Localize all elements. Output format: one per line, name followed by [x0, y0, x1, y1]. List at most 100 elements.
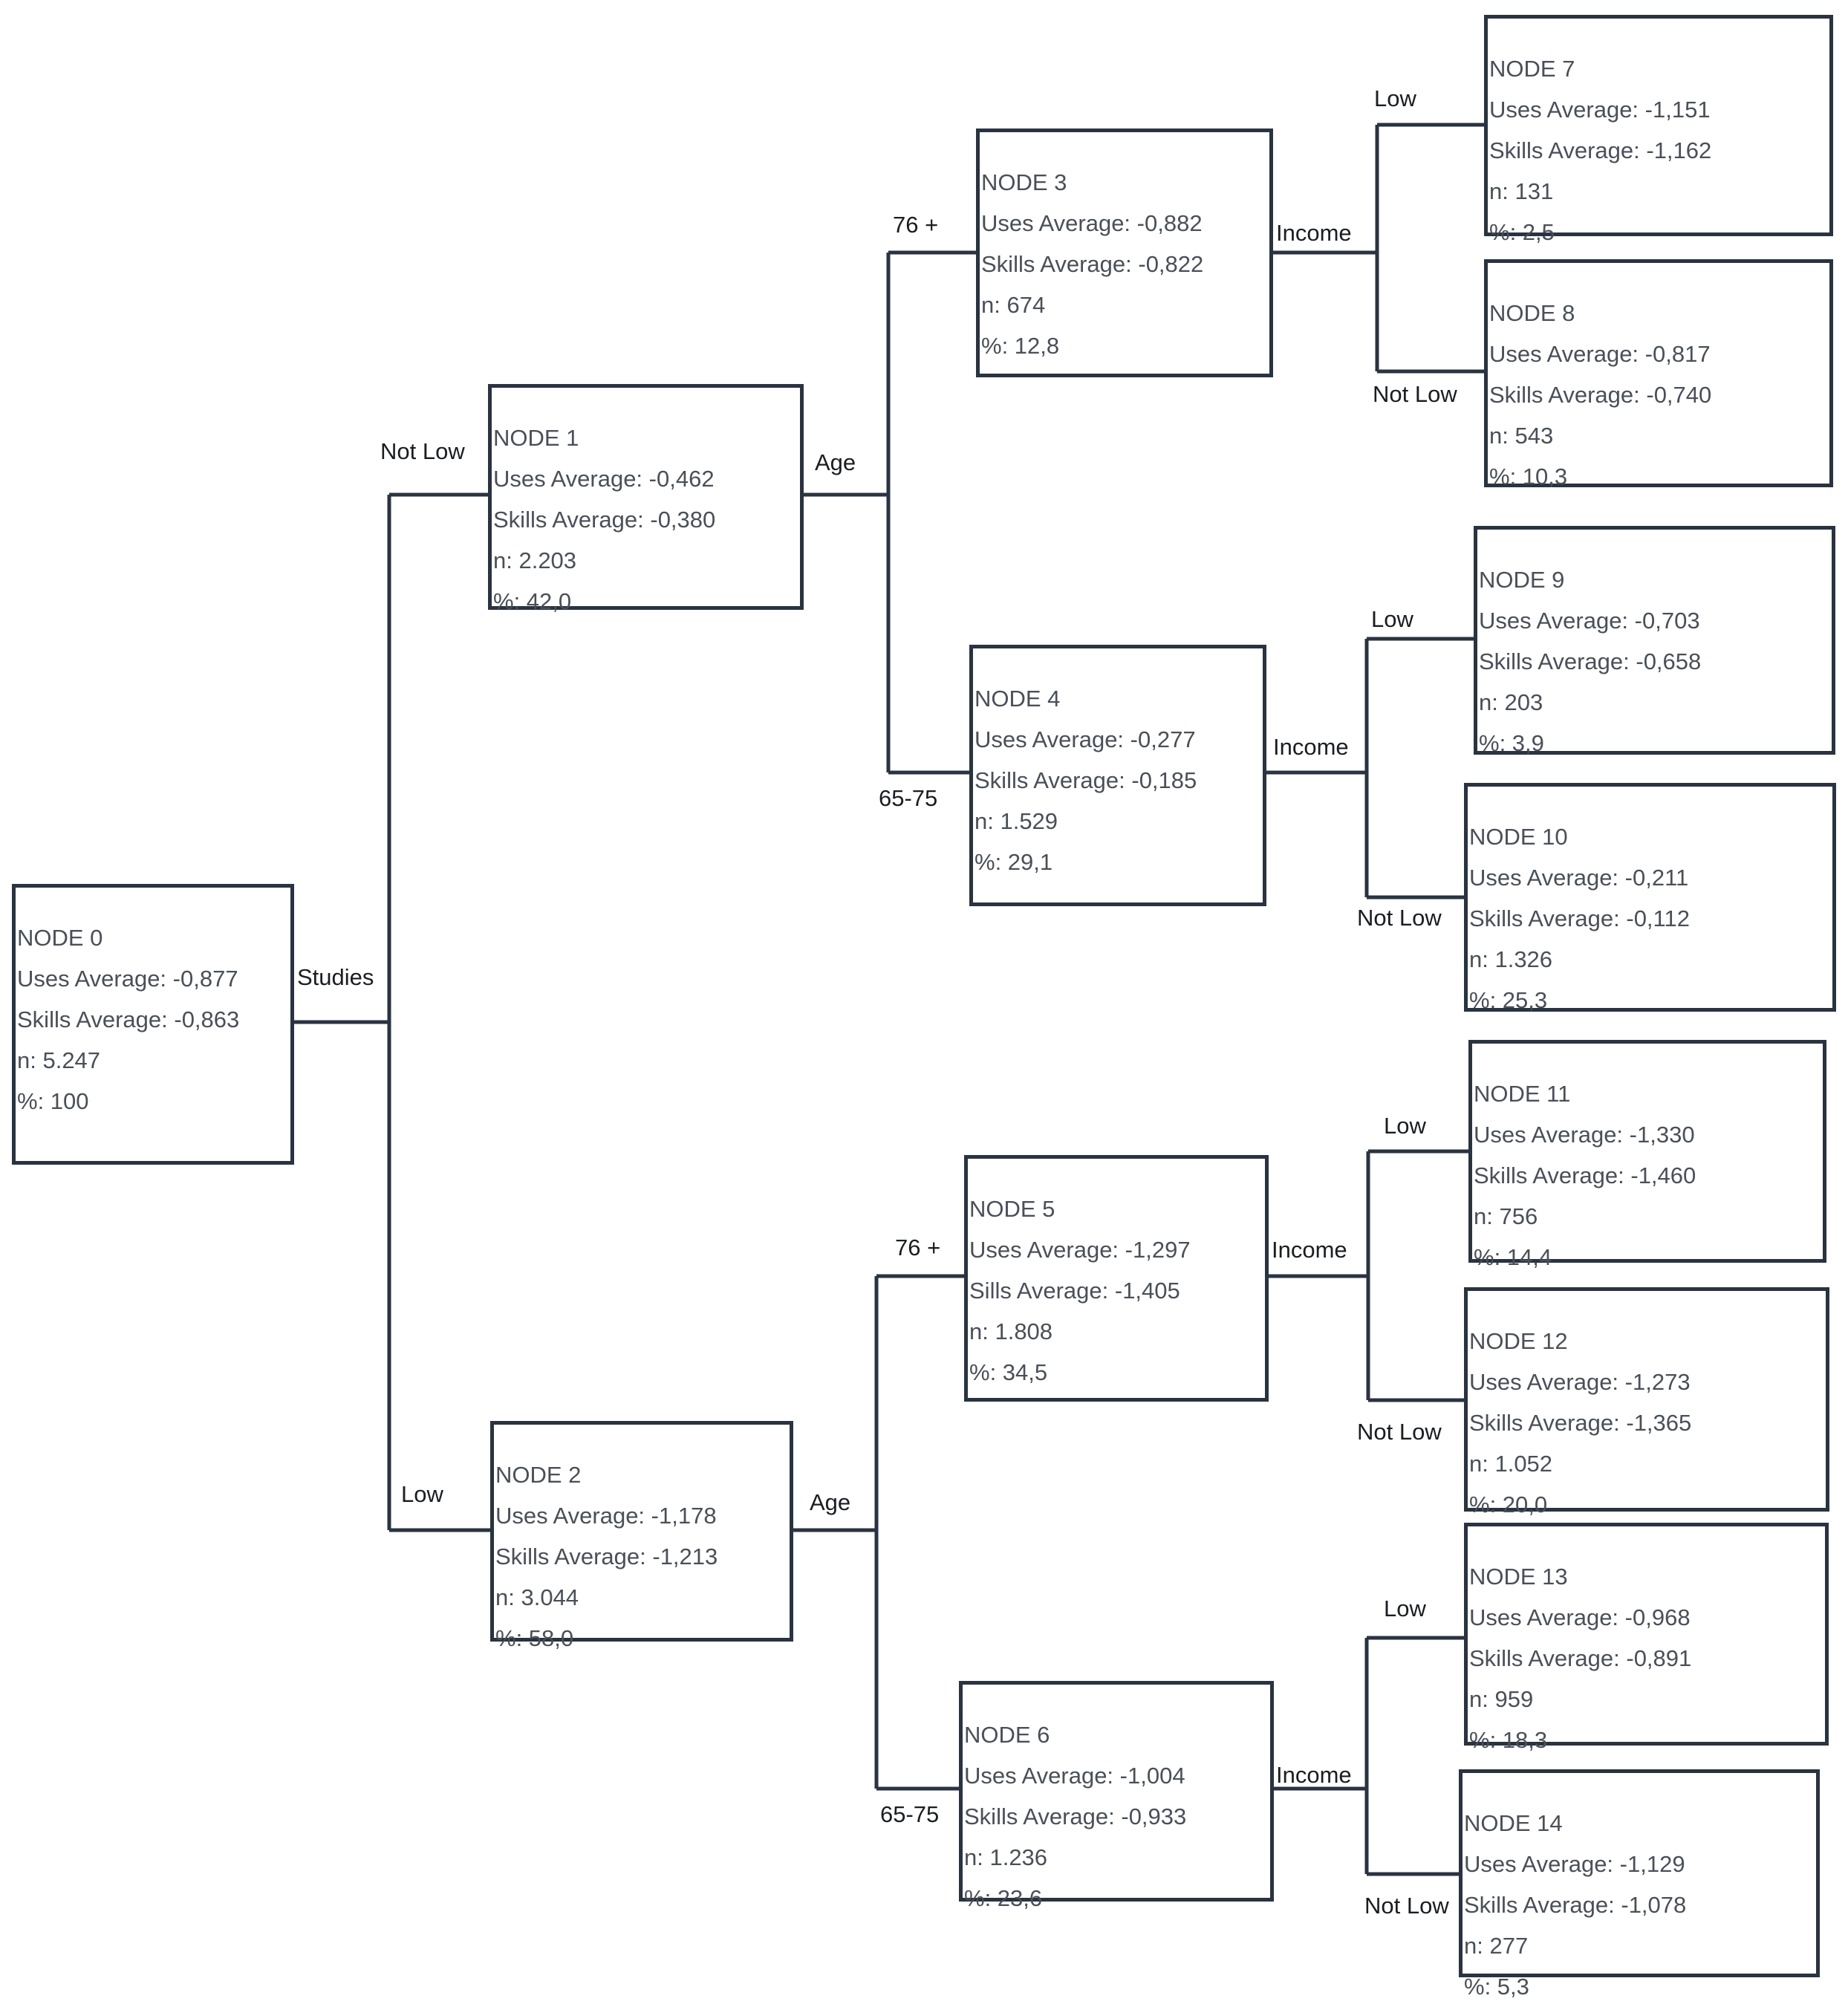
- node-title: NODE 13: [1469, 1564, 1568, 1590]
- node-title: NODE 11: [1474, 1081, 1571, 1107]
- percentage: %: 3,9: [1479, 730, 1544, 756]
- uses-average: Uses Average: -0,211: [1469, 865, 1689, 891]
- percentage: %: 100: [17, 1088, 89, 1114]
- uses-average: Uses Average: -0,277: [975, 726, 1196, 752]
- node-2: NODE 2 Uses Average: -1,178 Skills Avera…: [490, 1421, 793, 1651]
- percentage: %: 2,5: [1489, 219, 1555, 245]
- sample-size: n: 1.808: [969, 1318, 1053, 1344]
- branch-label-not-low: Not Low: [1357, 905, 1442, 931]
- node-title: NODE 2: [495, 1462, 582, 1488]
- skills-average: Skills Average: -0,185: [975, 767, 1197, 793]
- sample-size: n: 277: [1464, 1933, 1529, 1959]
- sample-size: n: 1.529: [975, 808, 1058, 834]
- split-label-studies: Studies: [297, 964, 374, 990]
- skills-average: Sills Average: -1,405: [969, 1278, 1180, 1304]
- node-4: NODE 4 Uses Average: -0,277 Skills Avera…: [969, 645, 1266, 906]
- node-title: NODE 12: [1469, 1328, 1568, 1354]
- branch-label-low: Low: [1384, 1113, 1426, 1139]
- sample-size: n: 203: [1479, 689, 1543, 715]
- percentage: %: 18,3: [1469, 1727, 1548, 1753]
- node-9: NODE 9 Uses Average: -0,703 Skills Avera…: [1474, 526, 1835, 756]
- node-11: NODE 11 Uses Average: -1,330 Skills Aver…: [1468, 1040, 1826, 1270]
- percentage: %: 20,0: [1469, 1492, 1548, 1518]
- branch-label-76-plus: 76 +: [895, 1235, 941, 1261]
- node-title: NODE 10: [1469, 824, 1568, 850]
- skills-average: Skills Average: -1,078: [1464, 1892, 1687, 1918]
- node-title: NODE 1: [493, 425, 579, 451]
- node-12: NODE 12 Uses Average: -1,273 Skills Aver…: [1464, 1287, 1829, 1518]
- branch-label-low: Low: [1374, 85, 1416, 111]
- percentage: %: 58,0: [495, 1625, 574, 1651]
- node-6: NODE 6 Uses Average: -1,004 Skills Avera…: [959, 1681, 1274, 1911]
- node-13: NODE 13 Uses Average: -0,968 Skills Aver…: [1464, 1523, 1829, 1753]
- uses-average: Uses Average: -1,273: [1469, 1369, 1691, 1395]
- node-10: NODE 10 Uses Average: -0,211 Skills Aver…: [1464, 783, 1836, 1013]
- percentage: %: 23,6: [964, 1885, 1043, 1911]
- skills-average: Skills Average: -0,863: [17, 1006, 240, 1032]
- sample-size: n: 674: [981, 292, 1046, 318]
- uses-average: Uses Average: -1,297: [969, 1237, 1191, 1263]
- sample-size: n: 5.247: [17, 1047, 101, 1073]
- node-5: NODE 5 Uses Average: -1,297 Sills Averag…: [964, 1155, 1269, 1402]
- sample-size: n: 2.203: [493, 547, 577, 573]
- branch-label-not-low: Not Low: [1357, 1419, 1442, 1445]
- branch-label-76-plus: 76 +: [893, 212, 939, 238]
- uses-average: Uses Average: -0,703: [1479, 608, 1700, 634]
- skills-average: Skills Average: -0,112: [1469, 905, 1690, 931]
- percentage: %: 5,3: [1464, 1974, 1529, 2000]
- sample-size: n: 1.236: [964, 1844, 1048, 1870]
- node-title: NODE 9: [1479, 567, 1565, 593]
- node-14: NODE 14 Uses Average: -1,129 Skills Aver…: [1459, 1769, 1820, 2000]
- sample-size: n: 1.326: [1469, 946, 1553, 972]
- sample-size: n: 756: [1474, 1203, 1538, 1229]
- skills-average: Skills Average: -0,933: [964, 1803, 1187, 1829]
- sample-size: n: 3.044: [495, 1584, 579, 1610]
- branch-label-low: Low: [1371, 606, 1413, 632]
- node-7: NODE 7 Uses Average: -1,151 Skills Avera…: [1484, 15, 1833, 245]
- branch-label-not-low: Not Low: [1373, 381, 1457, 407]
- branch-label-low: Low: [401, 1481, 443, 1507]
- sample-size: n: 1.052: [1469, 1451, 1553, 1477]
- branch-label-low: Low: [1384, 1595, 1426, 1621]
- sample-size: n: 131: [1489, 178, 1554, 204]
- percentage: %: 34,5: [969, 1359, 1048, 1385]
- node-title: NODE 4: [975, 686, 1061, 712]
- uses-average: Uses Average: -1,178: [495, 1503, 717, 1529]
- node-title: NODE 3: [981, 169, 1067, 195]
- branch-label-65-75: 65-75: [880, 1801, 940, 1827]
- skills-average: Skills Average: -0,891: [1469, 1645, 1692, 1671]
- split-label-income: Income: [1276, 220, 1352, 246]
- split-label-age: Age: [810, 1489, 851, 1515]
- uses-average: Uses Average: -1,330: [1474, 1122, 1695, 1148]
- sample-size: n: 543: [1489, 423, 1554, 449]
- node-0: NODE 0 Uses Average: -0,877 Skills Avera…: [12, 884, 294, 1165]
- sample-size: n: 959: [1469, 1686, 1534, 1712]
- percentage: %: 12,8: [981, 333, 1060, 359]
- uses-average: Uses Average: -1,129: [1464, 1851, 1685, 1877]
- branch-label-not-low: Not Low: [1364, 1893, 1449, 1919]
- percentage: %: 25,3: [1469, 987, 1548, 1013]
- node-title: NODE 7: [1489, 56, 1575, 82]
- skills-average: Skills Average: -0,658: [1479, 648, 1702, 674]
- node-1: NODE 1 Uses Average: -0,462 Skills Avera…: [488, 384, 804, 614]
- skills-average: Skills Average: -0,740: [1489, 382, 1712, 408]
- skills-average: Skills Average: -1,162: [1489, 137, 1712, 163]
- uses-average: Uses Average: -0,877: [17, 966, 238, 992]
- percentage: %: 10,3: [1489, 463, 1568, 489]
- uses-average: Uses Average: -0,882: [981, 210, 1203, 236]
- uses-average: Uses Average: -1,004: [964, 1763, 1185, 1789]
- skills-average: Skills Average: -1,365: [1469, 1410, 1692, 1436]
- uses-average: Uses Average: -1,151: [1489, 97, 1711, 123]
- split-label-age: Age: [815, 449, 856, 475]
- split-label-income: Income: [1276, 1762, 1352, 1788]
- split-label-income: Income: [1272, 1237, 1347, 1263]
- percentage: %: 42,0: [493, 588, 572, 614]
- percentage: %: 29,1: [975, 849, 1053, 875]
- node-title: NODE 8: [1489, 300, 1575, 326]
- node-title: NODE 0: [17, 925, 103, 951]
- percentage: %: 14,4: [1474, 1244, 1552, 1270]
- skills-average: Skills Average: -1,460: [1474, 1162, 1696, 1188]
- node-title: NODE 14: [1464, 1810, 1563, 1836]
